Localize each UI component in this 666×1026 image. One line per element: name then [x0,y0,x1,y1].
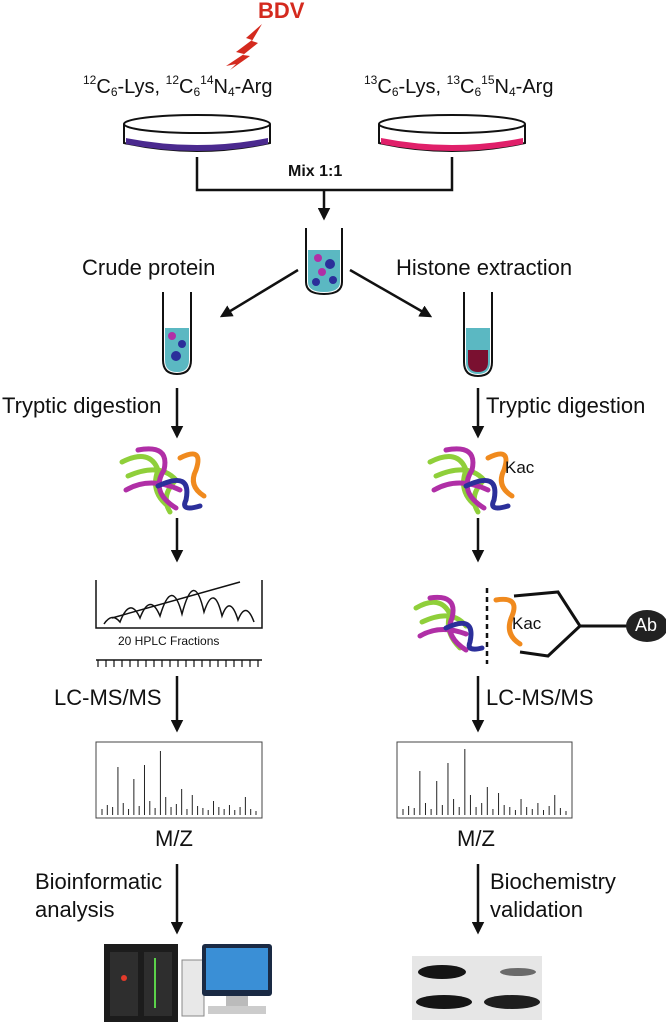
hplc-fractions-label: 20 HPLC Fractions [118,634,220,648]
right-lcms-label: LC-MS/MS [486,685,594,710]
right-digestion-label: Tryptic digestion [486,393,646,418]
test-tube-icon [305,228,343,296]
chromatogram-icon [95,580,263,661]
lightning-icon [226,24,262,70]
mass-spectrum-icon [396,741,573,819]
western-blot-icon [412,956,542,1020]
computer-icon [181,944,272,1017]
peptide-cluster-icon [413,594,523,653]
bdv-label: BDV [258,0,305,23]
crude-protein-label: Crude protein [82,255,216,280]
test-tube-icon [463,292,493,378]
peptide-cluster-icon [427,446,515,515]
left-digestion-label: Tryptic digestion [2,393,162,418]
kac-label: Kac [505,458,535,477]
test-tube-icon [162,292,192,376]
heavy-label-label: 13C6-Lys, 13C615N4-Arg [364,73,554,99]
flow-arrows [170,388,485,935]
fraction-ticks [97,660,259,667]
mass-spectrum-icon [95,741,263,819]
light-label-label: 12C6-Lys, 12C614N4-Arg [83,73,273,99]
right-mz-label: M/Z [457,826,495,851]
split-arrow-right [349,268,433,318]
server-icon [104,944,178,1022]
spectrum-peaks [402,749,567,815]
petri-dish-icon [123,114,271,152]
left-mz-label: M/Z [155,826,193,851]
peptide-cluster-icon [119,446,207,515]
petri-dish-icon [378,114,526,152]
histone-extraction-label: Histone extraction [396,255,573,280]
antibody-label: Ab [635,615,658,635]
mix-connector [195,157,454,221]
antibody-icon [513,590,666,658]
split-arrow-left [219,268,299,318]
left-lcms-label: LC-MS/MS [54,685,162,710]
kac-label: Kac [512,614,542,633]
mix-label: Mix 1:1 [288,163,343,180]
spectrum-peaks [101,751,257,815]
